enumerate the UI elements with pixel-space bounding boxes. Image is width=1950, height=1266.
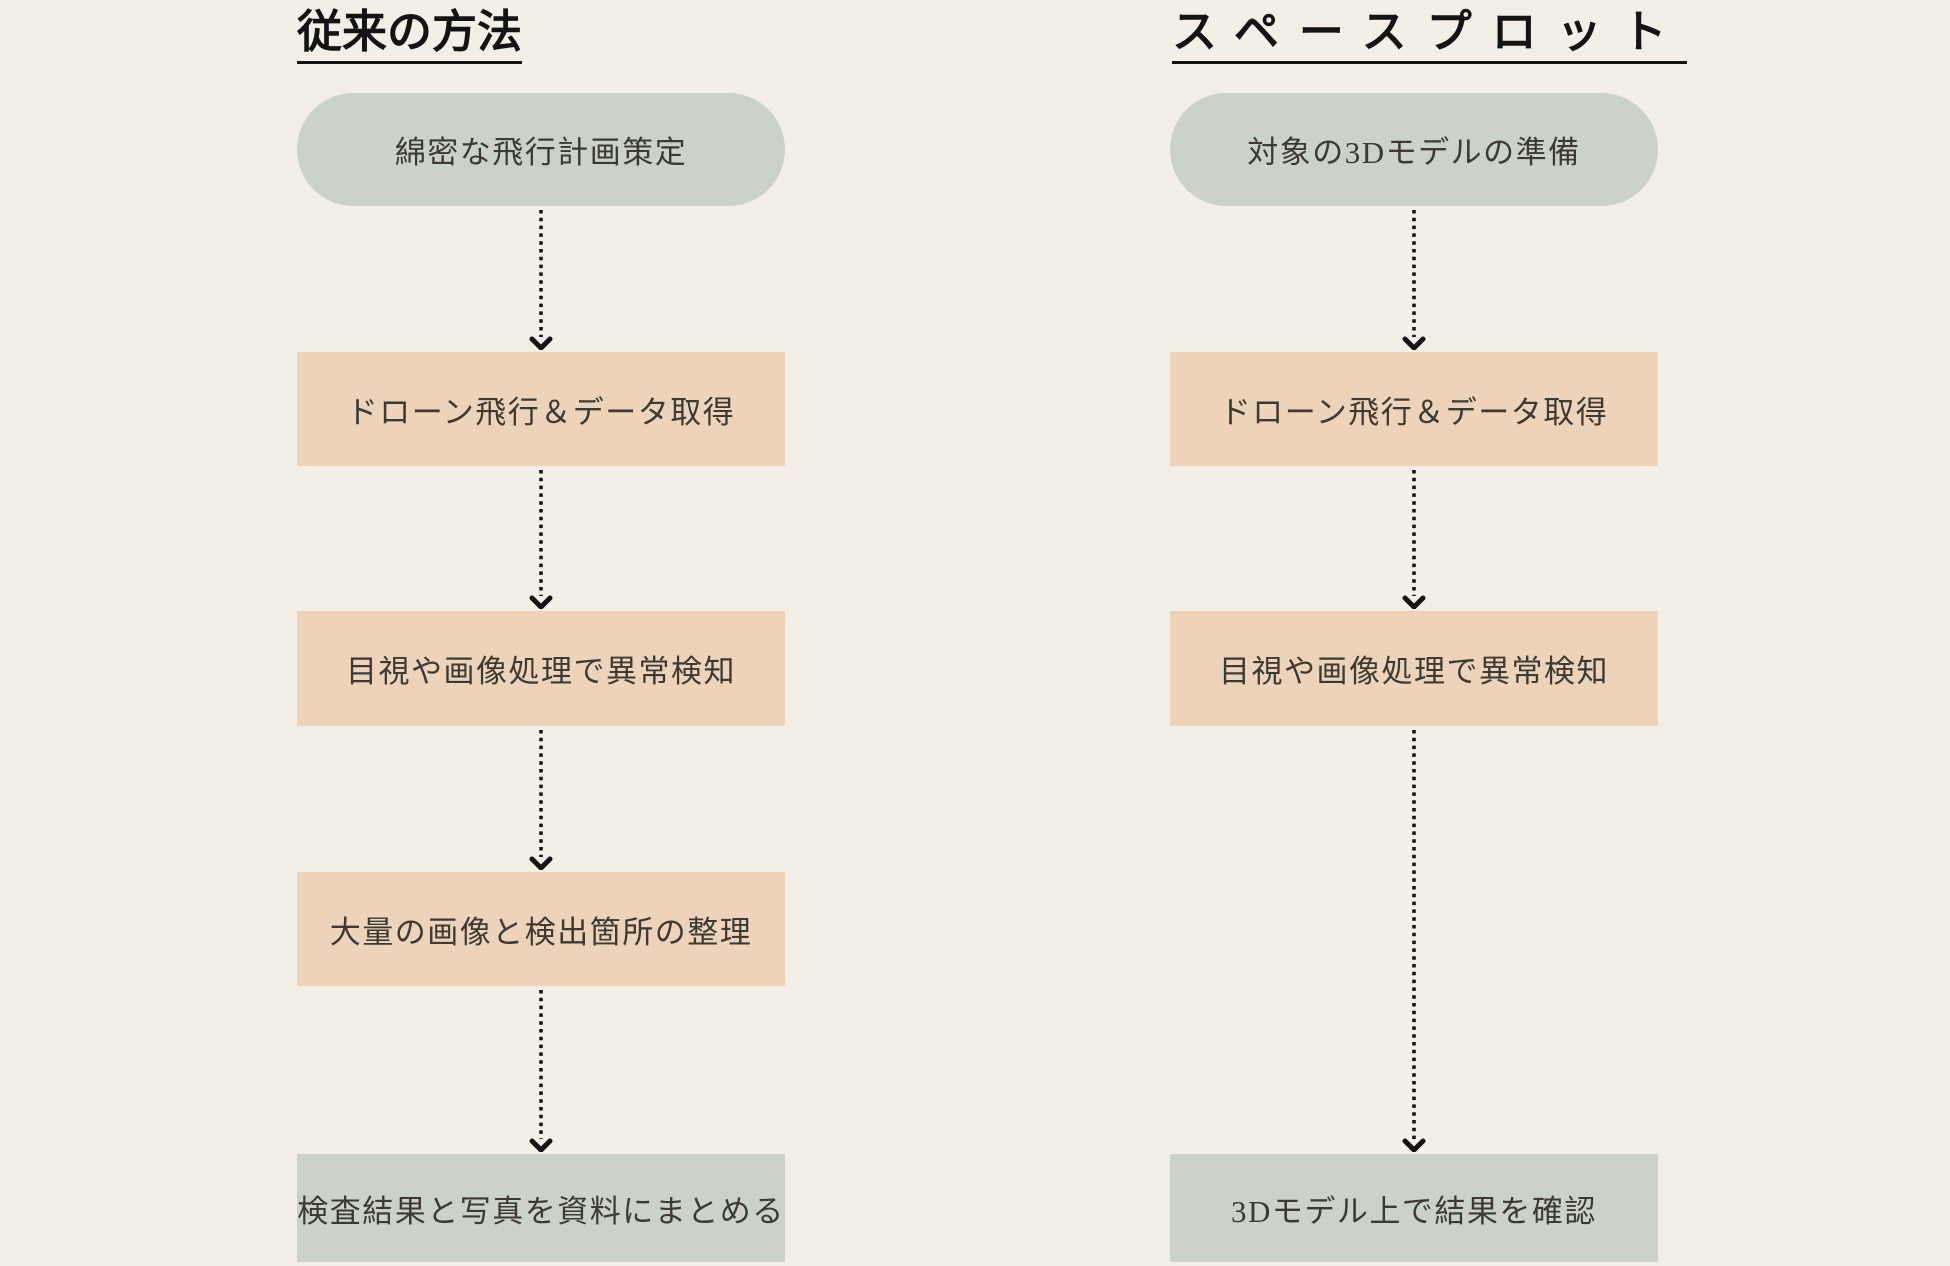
arrow-down-icon [1402, 470, 1426, 609]
arrow-down-icon [529, 730, 553, 870]
step-compile-report: 検査結果と写真を資料にまとめる [297, 1154, 785, 1262]
step-flight-planning: 綿密な飛行計画策定 [297, 93, 785, 206]
arrow-down-icon [1402, 210, 1426, 350]
step-check-results-3d: 3Dモデル上で結果を確認 [1170, 1154, 1658, 1262]
step-drone-flight-right: ドローン飛行＆データ取得 [1170, 352, 1658, 466]
step-anomaly-detection-left: 目視や画像処理で異常検知 [297, 611, 785, 726]
arrow-down-icon [1402, 730, 1426, 1152]
arrow-down-icon [529, 470, 553, 609]
step-anomaly-detection-right: 目視や画像処理で異常検知 [1170, 611, 1658, 726]
step-organize-images: 大量の画像と検出箇所の整理 [297, 872, 785, 986]
column-title-spaceplot: スペースプロット [1172, 6, 1687, 64]
arrow-down-icon [529, 210, 553, 350]
step-drone-flight-left: ドローン飛行＆データ取得 [297, 352, 785, 466]
arrow-down-icon [529, 990, 553, 1152]
step-prepare-3d-model: 対象の3Dモデルの準備 [1170, 93, 1658, 206]
column-title-traditional: 従来の方法 [297, 6, 523, 64]
